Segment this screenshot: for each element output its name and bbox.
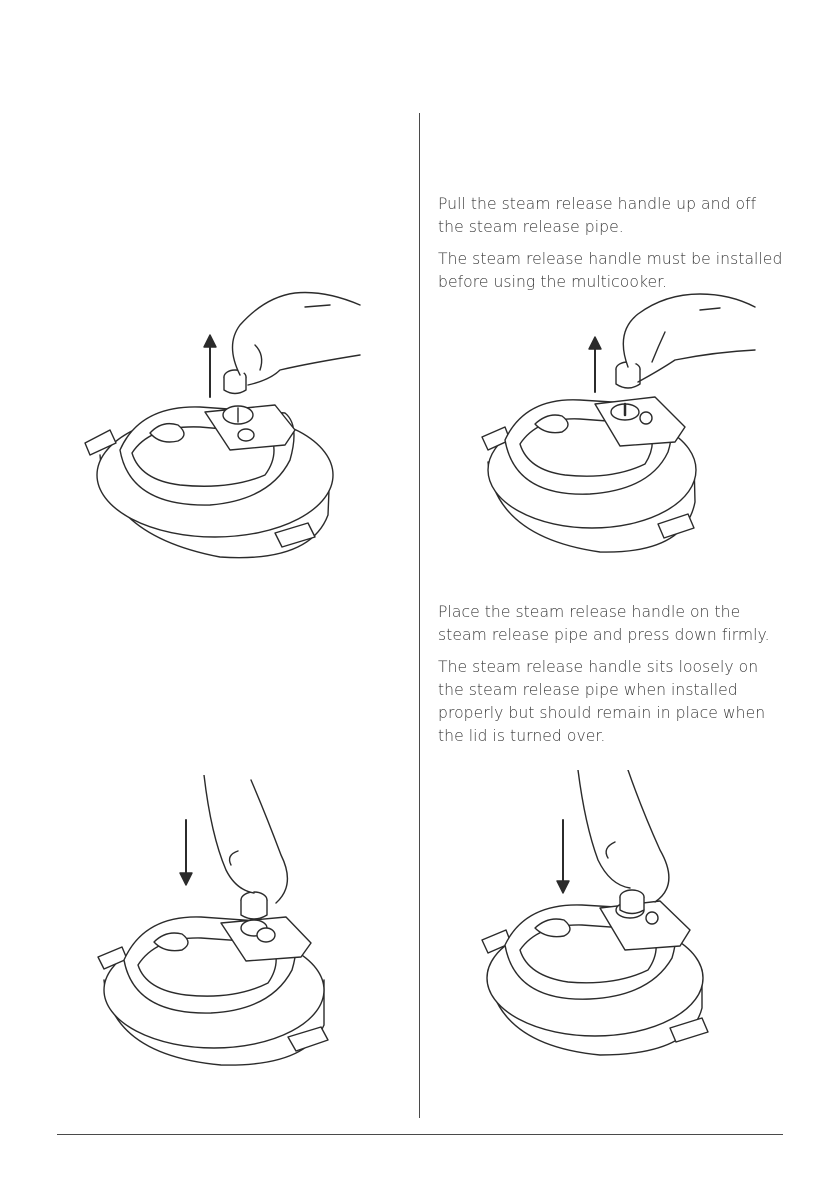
pressure-cooker-lid-icon bbox=[481, 770, 709, 1056]
remove-instruction-text: Pull the steam release handle up and off… bbox=[438, 195, 757, 236]
remove-handle-illustration-b bbox=[480, 292, 760, 562]
install-instructions: Place the steam release handle on the st… bbox=[438, 601, 783, 757]
pressure-cooker-lid-icon bbox=[481, 293, 756, 553]
pressure-cooker-lid-icon bbox=[97, 775, 329, 1066]
remove-handle-illustration-a bbox=[80, 285, 380, 570]
install-note-text: The steam release handle sits loosely on… bbox=[438, 658, 766, 745]
column-divider bbox=[419, 113, 420, 1118]
install-handle-illustration-a bbox=[96, 775, 341, 1075]
install-handle-illustration-b bbox=[480, 770, 730, 1060]
footer-rule bbox=[57, 1134, 783, 1135]
install-instruction-text: Place the steam release handle on the st… bbox=[438, 603, 770, 644]
pressure-cooker-lid-icon bbox=[84, 291, 361, 559]
remove-instructions: Pull the steam release handle up and off… bbox=[438, 193, 783, 303]
remove-note-text: The steam release handle must be install… bbox=[438, 250, 783, 291]
